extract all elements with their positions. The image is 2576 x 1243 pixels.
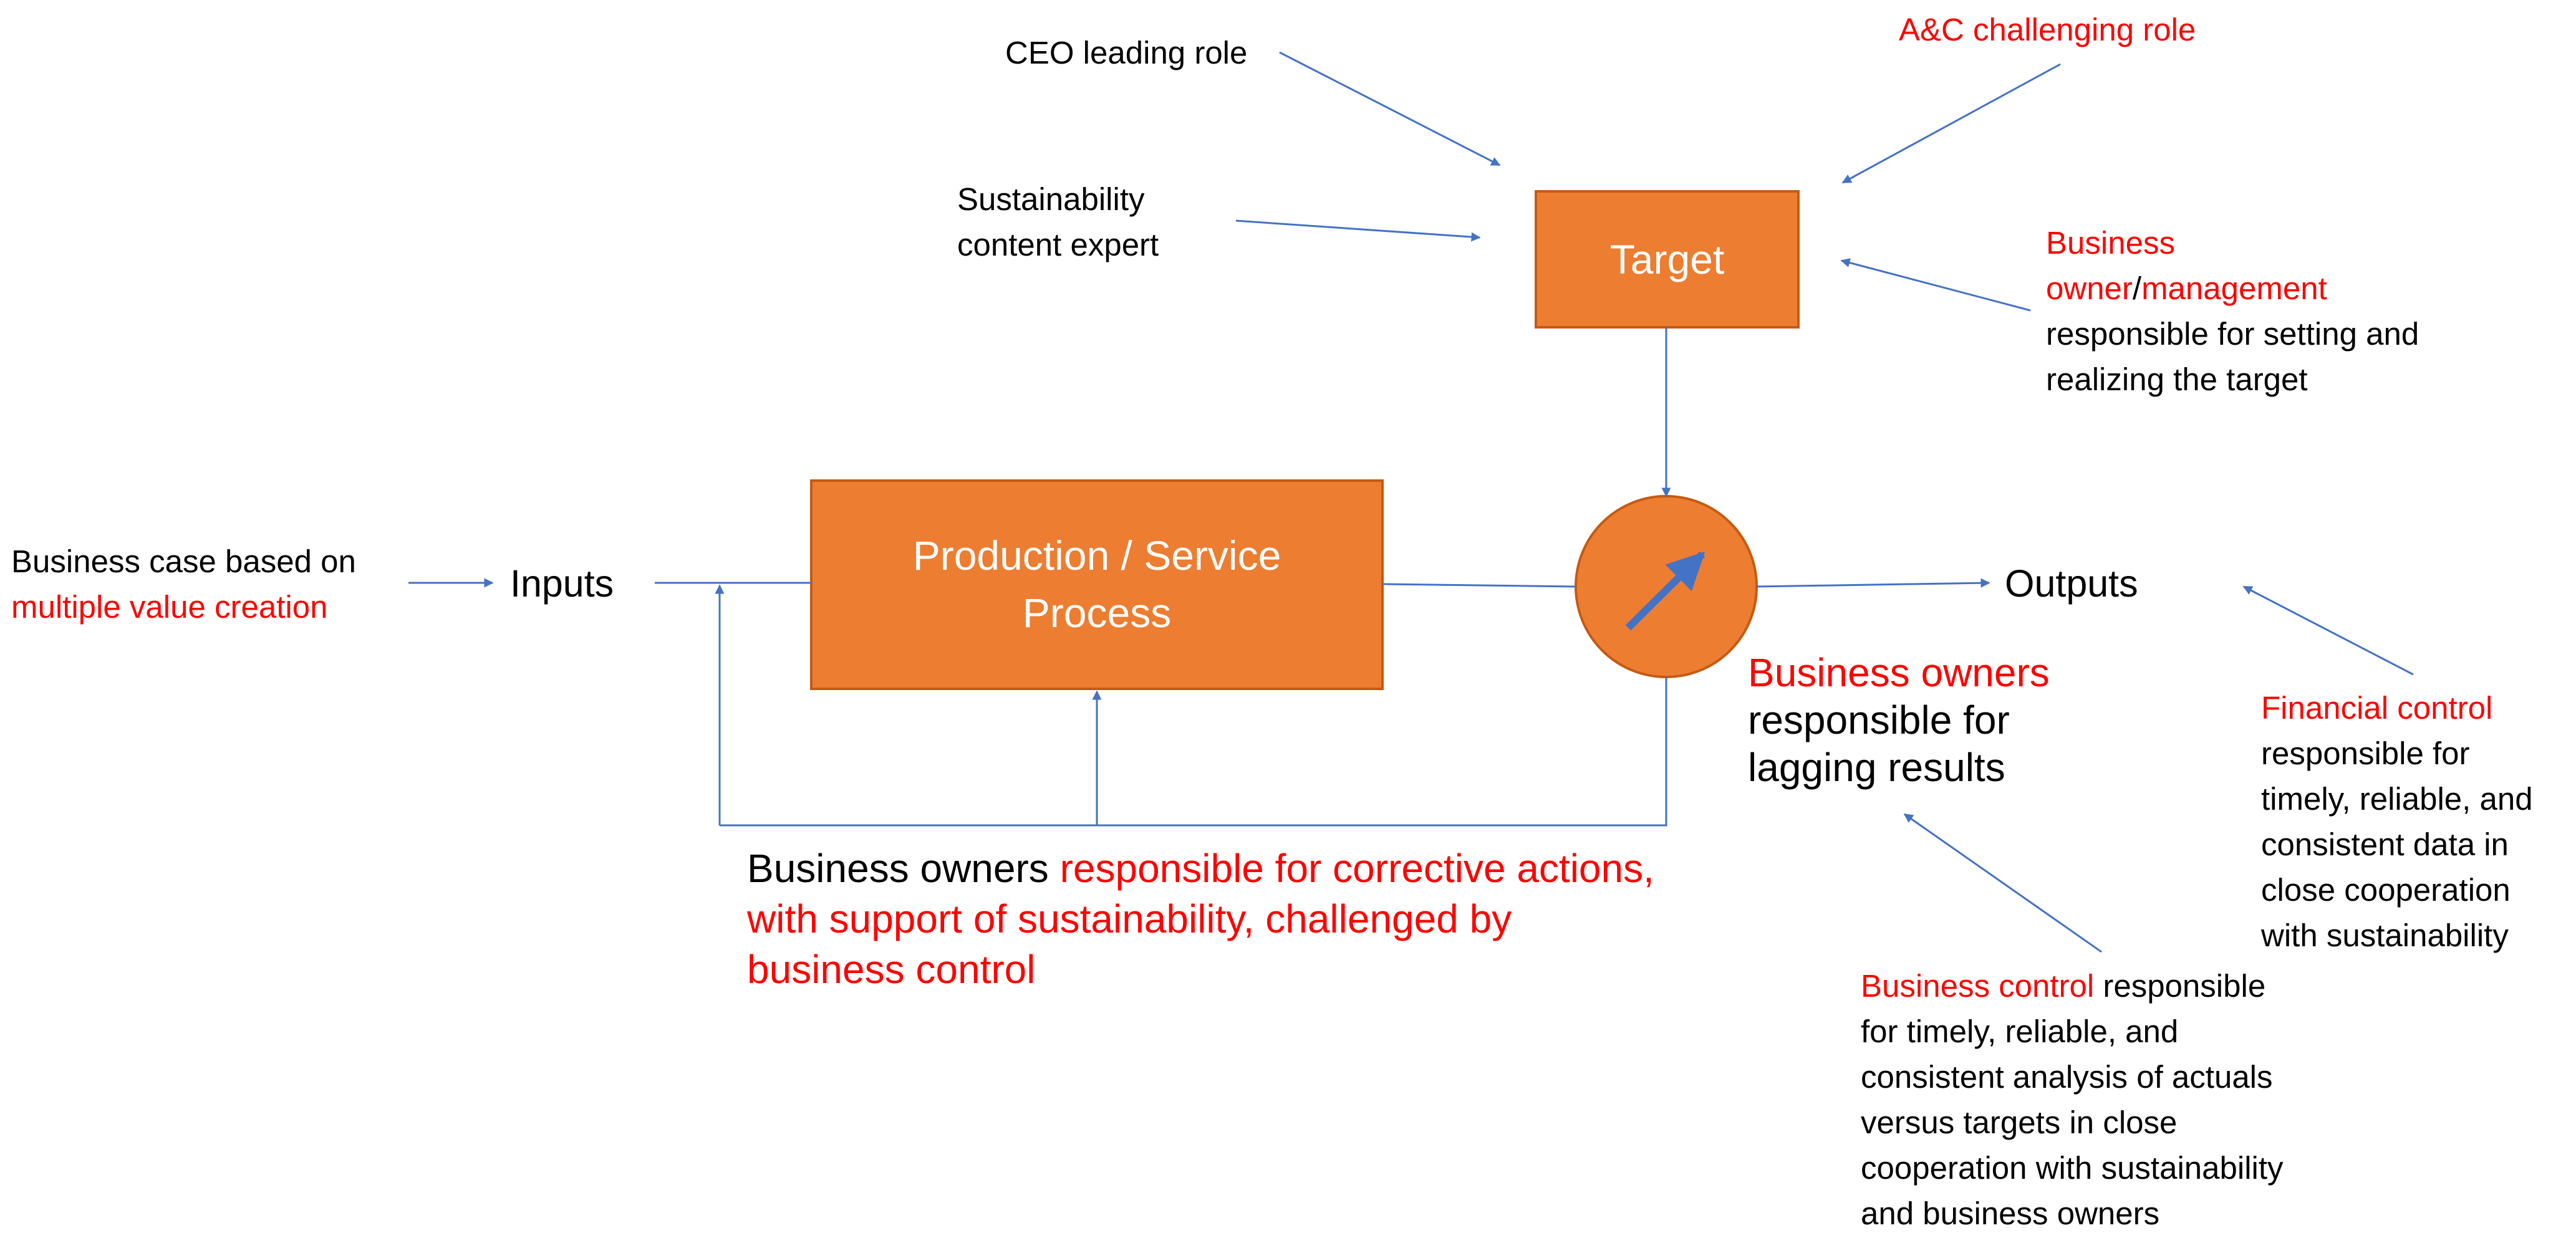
business-control-line-1: Business control responsible	[1861, 963, 2284, 1009]
business-owner-line-2: owner/management	[2046, 266, 2419, 311]
financial-control-label: Financial control responsible for timely…	[2261, 685, 2533, 958]
arrow-sustainability-to-target	[1235, 219, 1481, 242]
sustainability-line-2: content expert	[957, 227, 1159, 262]
business-control-line-6: and business owners	[1861, 1196, 2160, 1231]
business-control-responsible: responsible	[2094, 968, 2266, 1004]
arrow-business-control-to-lagging	[1903, 813, 2102, 953]
process-label-line-1: Production / Service	[912, 532, 1281, 578]
business-control-title: Business control	[1861, 968, 2095, 1004]
corrective-business-owners: Business owners	[747, 846, 1060, 891]
arrow-business-owner-to-target	[1840, 258, 2031, 312]
lagging-line-1: Business owners	[1748, 650, 2050, 695]
arrow-financial-control-to-outputs	[2242, 585, 2414, 676]
sustainability-line-1: Sustainability	[957, 181, 1145, 217]
inputs-label: Inputs	[510, 562, 614, 605]
business-case-line-2: multiple value creation	[11, 589, 328, 625]
process-box	[810, 479, 1384, 690]
business-owner-management-label: Business owner/management responsible fo…	[2046, 220, 2419, 402]
corrective-actions-label: Business owners responsible for correcti…	[747, 843, 1654, 995]
process-label: Production / Service Process	[811, 527, 1382, 641]
process-label-line-2: Process	[1022, 590, 1172, 636]
business-control-line-2: for timely, reliable, and	[1861, 1014, 2179, 1049]
financial-line-5: close cooperation	[2261, 872, 2511, 908]
lagging-line-3: lagging results	[1748, 745, 2005, 790]
outputs-label: Outputs	[2005, 562, 2138, 605]
line-process-to-gauge	[1382, 583, 1576, 588]
corrective-responsible: responsible for corrective actions,	[1059, 846, 1654, 891]
arrow-ceo-to-target	[1279, 51, 1501, 166]
business-owner-line-1: Business	[2046, 225, 2175, 261]
corrective-line-2: with support of sustainability, challeng…	[747, 896, 1512, 941]
business-control-line-4: versus targets in close	[1861, 1105, 2178, 1140]
financial-line-2: responsible for	[2261, 736, 2470, 771]
financial-line-4: consistent data in	[2261, 827, 2509, 862]
ac-label: A&C challenging role	[1899, 12, 2196, 47]
arrow-ac-to-target	[1841, 63, 2061, 184]
lagging-line-2: responsible for	[1748, 698, 2010, 742]
financial-line-6: with sustainability	[2261, 918, 2509, 953]
business-control-label: Business control responsible for timely,…	[1861, 963, 2284, 1236]
owner-word: owner	[2046, 271, 2133, 306]
financial-line-1: Financial control	[2261, 690, 2493, 726]
financial-line-3: timely, reliable, and	[2261, 781, 2533, 817]
business-case-label: Business case based on multiple value cr…	[11, 539, 356, 630]
ceo-label: CEO leading role	[1005, 35, 1248, 70]
gauge-needle-arrow-icon	[1625, 551, 1705, 631]
business-owner-line-3: responsible for setting and	[2046, 316, 2419, 352]
owner-separator: /	[2132, 271, 2142, 306]
feedback-loop-line	[720, 677, 1667, 827]
business-owner-line-4: realizing the target	[2046, 362, 2308, 397]
arrow-gauge-to-outputs	[1756, 578, 1990, 588]
business-control-line-5: cooperation with sustainability	[1861, 1150, 2284, 1186]
corrective-line-3: business control	[747, 947, 1036, 992]
business-control-line-3: consistent analysis of actuals	[1861, 1059, 2273, 1095]
corrective-line-1: Business owners responsible for correcti…	[747, 843, 1654, 894]
target-label: Target	[1609, 236, 1725, 282]
management-word: management	[2141, 271, 2327, 306]
target-box	[1535, 190, 1800, 329]
sustainability-expert-label: Sustainability content expert	[957, 176, 1159, 267]
lagging-results-label: Business owners responsible for lagging …	[1748, 649, 2050, 791]
business-case-line-1: Business case based on	[11, 544, 356, 579]
